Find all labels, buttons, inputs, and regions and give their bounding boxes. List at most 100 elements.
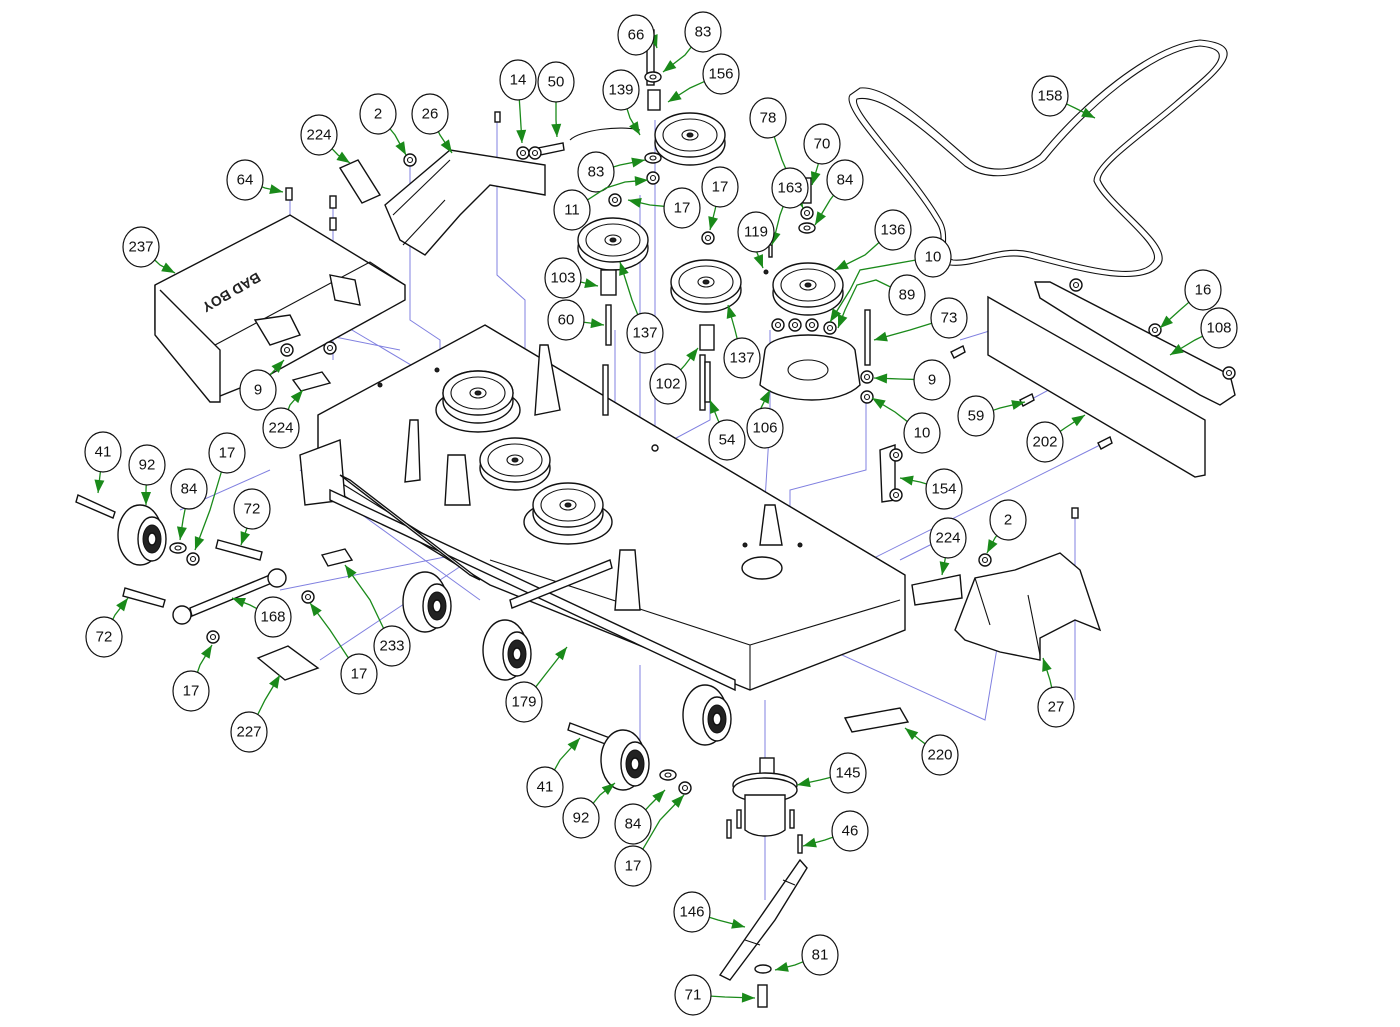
callout-bubble <box>373 625 411 667</box>
callout-bubble <box>626 312 664 354</box>
callout-number: 83 <box>588 164 605 181</box>
callout-bubble <box>230 711 268 753</box>
callout-bubble <box>526 766 564 808</box>
callout-bolt: 54 <box>708 399 746 461</box>
callout-bubble <box>674 974 712 1016</box>
callout-bubble <box>826 159 864 201</box>
callout-number: 137 <box>632 325 657 342</box>
arrow-icon <box>686 348 698 362</box>
callout-baffle: 202 <box>1026 414 1086 463</box>
callout-key: 163 <box>770 167 809 246</box>
callout-number: 156 <box>708 66 733 83</box>
arrow-icon <box>1071 415 1085 427</box>
arrow-icon <box>201 645 212 659</box>
callout-number: 17 <box>712 179 729 196</box>
arrow-icon <box>336 151 350 163</box>
callout-number: 92 <box>139 457 156 474</box>
arrow-icon <box>671 795 684 808</box>
arrow-icon <box>232 598 246 608</box>
leader-line <box>619 261 640 317</box>
callout-number: 179 <box>511 694 536 711</box>
callout-washer: 83 <box>662 11 722 73</box>
callout-bubble <box>226 159 264 201</box>
callout-washer: 84 <box>170 468 208 541</box>
arrow-icon <box>176 526 187 540</box>
callout-number: 102 <box>655 376 680 393</box>
callout-number: 10 <box>925 249 942 266</box>
discharge-chute-26 <box>384 149 546 256</box>
arrow-icon <box>815 211 826 225</box>
arrow-icon <box>1042 658 1052 672</box>
callout-bolt: 46 <box>802 810 869 852</box>
callout-number: 220 <box>927 747 952 764</box>
callout-washer: 83 <box>577 151 646 193</box>
callout-bubble <box>673 891 711 933</box>
callout-bubble <box>208 432 246 474</box>
arrow-icon <box>1170 344 1184 355</box>
callout-bolt: 72 <box>85 597 129 658</box>
callout-number: 2 <box>1004 512 1012 529</box>
callout-number: 84 <box>837 172 854 189</box>
callout-bubble <box>505 681 543 723</box>
arrow-icon <box>290 390 303 404</box>
leader-line <box>194 470 223 551</box>
callout-nut: 11 <box>553 176 649 231</box>
callout-decal: 227 <box>230 674 281 753</box>
callout-number: 83 <box>695 24 712 41</box>
callout-number: 72 <box>96 629 113 646</box>
callout-washer: 84 <box>614 789 666 845</box>
arrow-icon <box>271 360 284 373</box>
callout-decal: 220 <box>904 727 959 776</box>
callout-discharge-chute: 26 <box>411 93 453 154</box>
callout-axle-bolt: 41 <box>84 431 122 494</box>
callout-bubble <box>172 670 210 712</box>
callout-number: 73 <box>941 310 958 327</box>
callout-bubble <box>537 61 575 103</box>
arrow-icon <box>567 738 580 751</box>
callout-bolt: 72 <box>233 488 271 546</box>
callout-bubble <box>1026 421 1064 463</box>
callout-number: 224 <box>935 530 960 547</box>
arrow-icon <box>116 598 128 612</box>
callout-bubble <box>930 297 968 339</box>
callout-bubble <box>803 123 841 165</box>
callout-number: 237 <box>128 239 153 256</box>
arrow-icon <box>710 400 720 414</box>
arrow-icon <box>797 777 811 788</box>
callout-bubble <box>562 797 600 839</box>
arrow-icon <box>753 254 763 268</box>
callout-bubble <box>723 337 761 379</box>
callout-bolt: 64 <box>226 159 284 201</box>
callout-number: 146 <box>679 904 704 921</box>
callout-number: 202 <box>1032 434 1057 451</box>
callout-bubble <box>737 211 775 253</box>
callout-number: 41 <box>95 444 112 461</box>
arrow-icon <box>900 475 914 486</box>
callout-bubble <box>874 209 912 251</box>
idler-hardware <box>516 29 903 503</box>
callout-bubble <box>914 236 952 278</box>
callout-bubble <box>85 616 123 658</box>
callout-number: 81 <box>812 947 829 964</box>
callout-bubble <box>1031 75 1069 117</box>
callout-number: 119 <box>744 224 768 241</box>
callout-bubble <box>254 596 292 638</box>
callout-bubble <box>929 517 967 559</box>
callout-number: 72 <box>244 501 261 518</box>
callout-number: 227 <box>236 724 261 741</box>
callout-bubble <box>903 412 941 454</box>
callout-number: 27 <box>1048 699 1065 716</box>
callout-spacer: 103 <box>544 257 599 299</box>
callout-bubble <box>701 166 739 208</box>
callout-bubble <box>925 468 963 510</box>
callout-bubble <box>577 151 615 193</box>
callout-bubble <box>128 444 166 486</box>
callout-baffle-bracket: 108 <box>1169 307 1238 356</box>
callout-washer: 89 <box>837 274 926 329</box>
arrow-icon <box>440 139 452 153</box>
callout-number: 158 <box>1037 88 1062 105</box>
arrow-icon <box>987 539 998 553</box>
callout-bubble <box>614 803 652 845</box>
